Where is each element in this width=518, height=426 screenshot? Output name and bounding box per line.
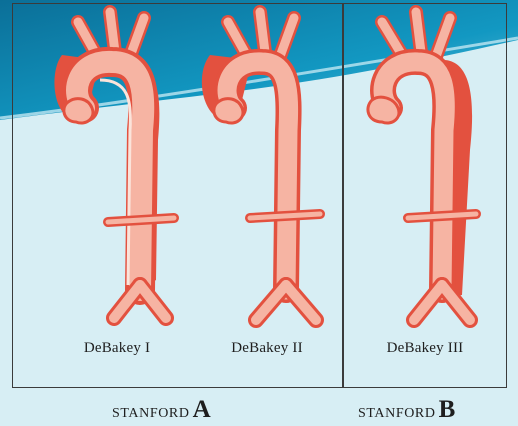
aorta-debakey-3 <box>352 0 492 335</box>
aorta-debakey-2 <box>190 0 330 335</box>
stanford-a-letter: A <box>193 396 212 423</box>
label-debakey-1: DeBakey I <box>62 340 172 357</box>
label-debakey-2: DeBakey II <box>212 340 322 357</box>
label-debakey-3: DeBakey III <box>370 340 480 357</box>
stanford-b-letter: B <box>439 396 456 423</box>
aorta-debakey-1 <box>40 0 180 335</box>
stanford-a-word: STANFORD <box>112 406 190 421</box>
stanford-b-word: STANFORD <box>358 406 436 421</box>
